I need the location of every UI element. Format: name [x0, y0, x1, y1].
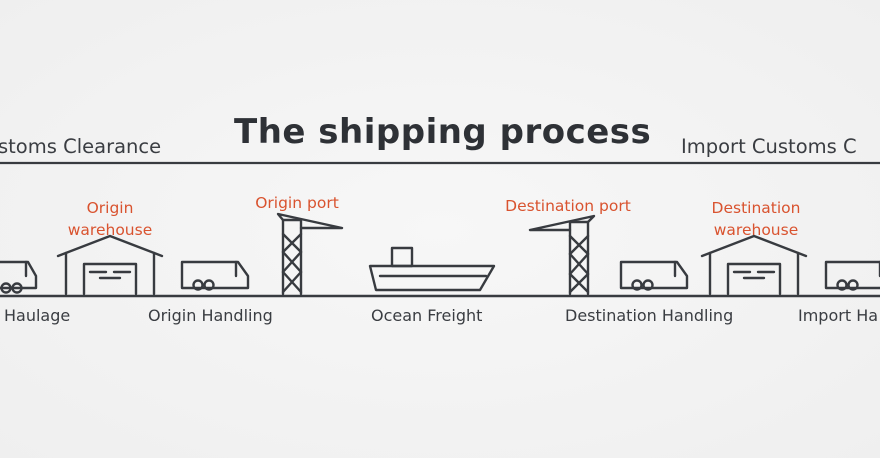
- page-title: The shipping process: [234, 112, 652, 152]
- export-customs-label: stoms Clearance: [0, 135, 162, 158]
- step-ocean-freight: Ocean Freight: [371, 306, 483, 325]
- destination-warehouse-label-line2: warehouse: [713, 221, 799, 239]
- truck-icon: [824, 260, 880, 291]
- crane-icon: [528, 214, 596, 296]
- crane-icon: [276, 212, 344, 296]
- truck-icon: [619, 260, 689, 291]
- ship-icon: [368, 246, 496, 292]
- destination-port-label: Destination port: [505, 197, 631, 215]
- destination-warehouse-label: Destination warehouse: [696, 197, 816, 241]
- truck-icon: [0, 260, 38, 294]
- import-customs-label: Import Customs C: [681, 135, 857, 158]
- origin-warehouse-label-line2: warehouse: [67, 221, 153, 239]
- origin-port-label: Origin port: [255, 194, 339, 212]
- warehouse-icon: [700, 234, 808, 296]
- step-destination-handling: Destination Handling: [565, 306, 734, 325]
- destination-warehouse-label-line1: Destination: [711, 199, 801, 217]
- origin-warehouse-label: Origin warehouse: [52, 197, 168, 241]
- origin-warehouse-label-line1: Origin: [86, 199, 134, 217]
- step-export-haulage: Haulage: [4, 306, 71, 325]
- warehouse-icon: [56, 234, 164, 296]
- truck-icon: [180, 260, 250, 291]
- step-import-haulage: Import Ha: [798, 306, 879, 325]
- step-origin-handling: Origin Handling: [148, 306, 273, 325]
